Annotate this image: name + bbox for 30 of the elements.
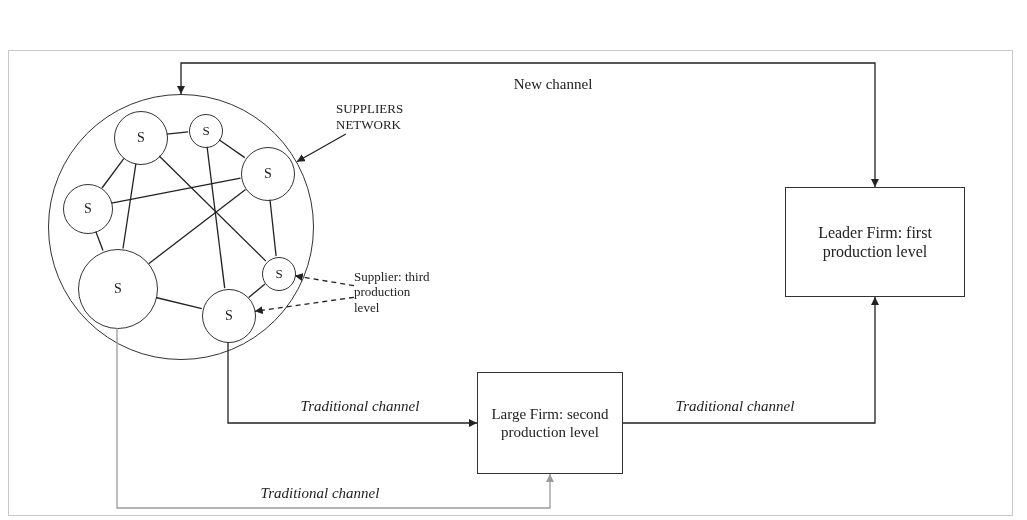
connector-arrow: [622, 296, 879, 424]
connector-arrow: [116, 327, 554, 509]
dashed-arrow: [254, 296, 355, 315]
link-line: [269, 199, 277, 257]
link-line: [101, 157, 125, 189]
supplier-circle: S: [189, 114, 223, 148]
link-line: [148, 188, 247, 265]
supplier-circle: S: [78, 249, 158, 329]
link-line: [158, 155, 267, 262]
link-line: [122, 163, 137, 250]
link-line: [95, 230, 104, 252]
arrow: [296, 133, 347, 163]
supplier-circle: S: [114, 111, 168, 165]
link-line: [218, 139, 246, 159]
note-text: SUPPLIERS NETWORK: [336, 100, 416, 134]
link-line: [110, 177, 242, 204]
link-line: [166, 131, 189, 135]
note-text: Supplier: third production level: [354, 256, 430, 328]
dashed-arrow: [294, 273, 355, 287]
link-line: [155, 296, 203, 310]
supplier-circle: S: [241, 147, 295, 201]
supplier-circle: S: [262, 257, 296, 291]
link-line: [248, 283, 266, 299]
supplier-circle: S: [63, 184, 113, 234]
process-box: Leader Firm: first production level: [785, 187, 965, 297]
supplier-circle: S: [202, 289, 256, 343]
connector-arrow: [227, 341, 478, 427]
link-line: [206, 146, 226, 289]
connector-arrow: [177, 62, 879, 188]
process-box: Large Firm: second production level: [477, 372, 623, 474]
